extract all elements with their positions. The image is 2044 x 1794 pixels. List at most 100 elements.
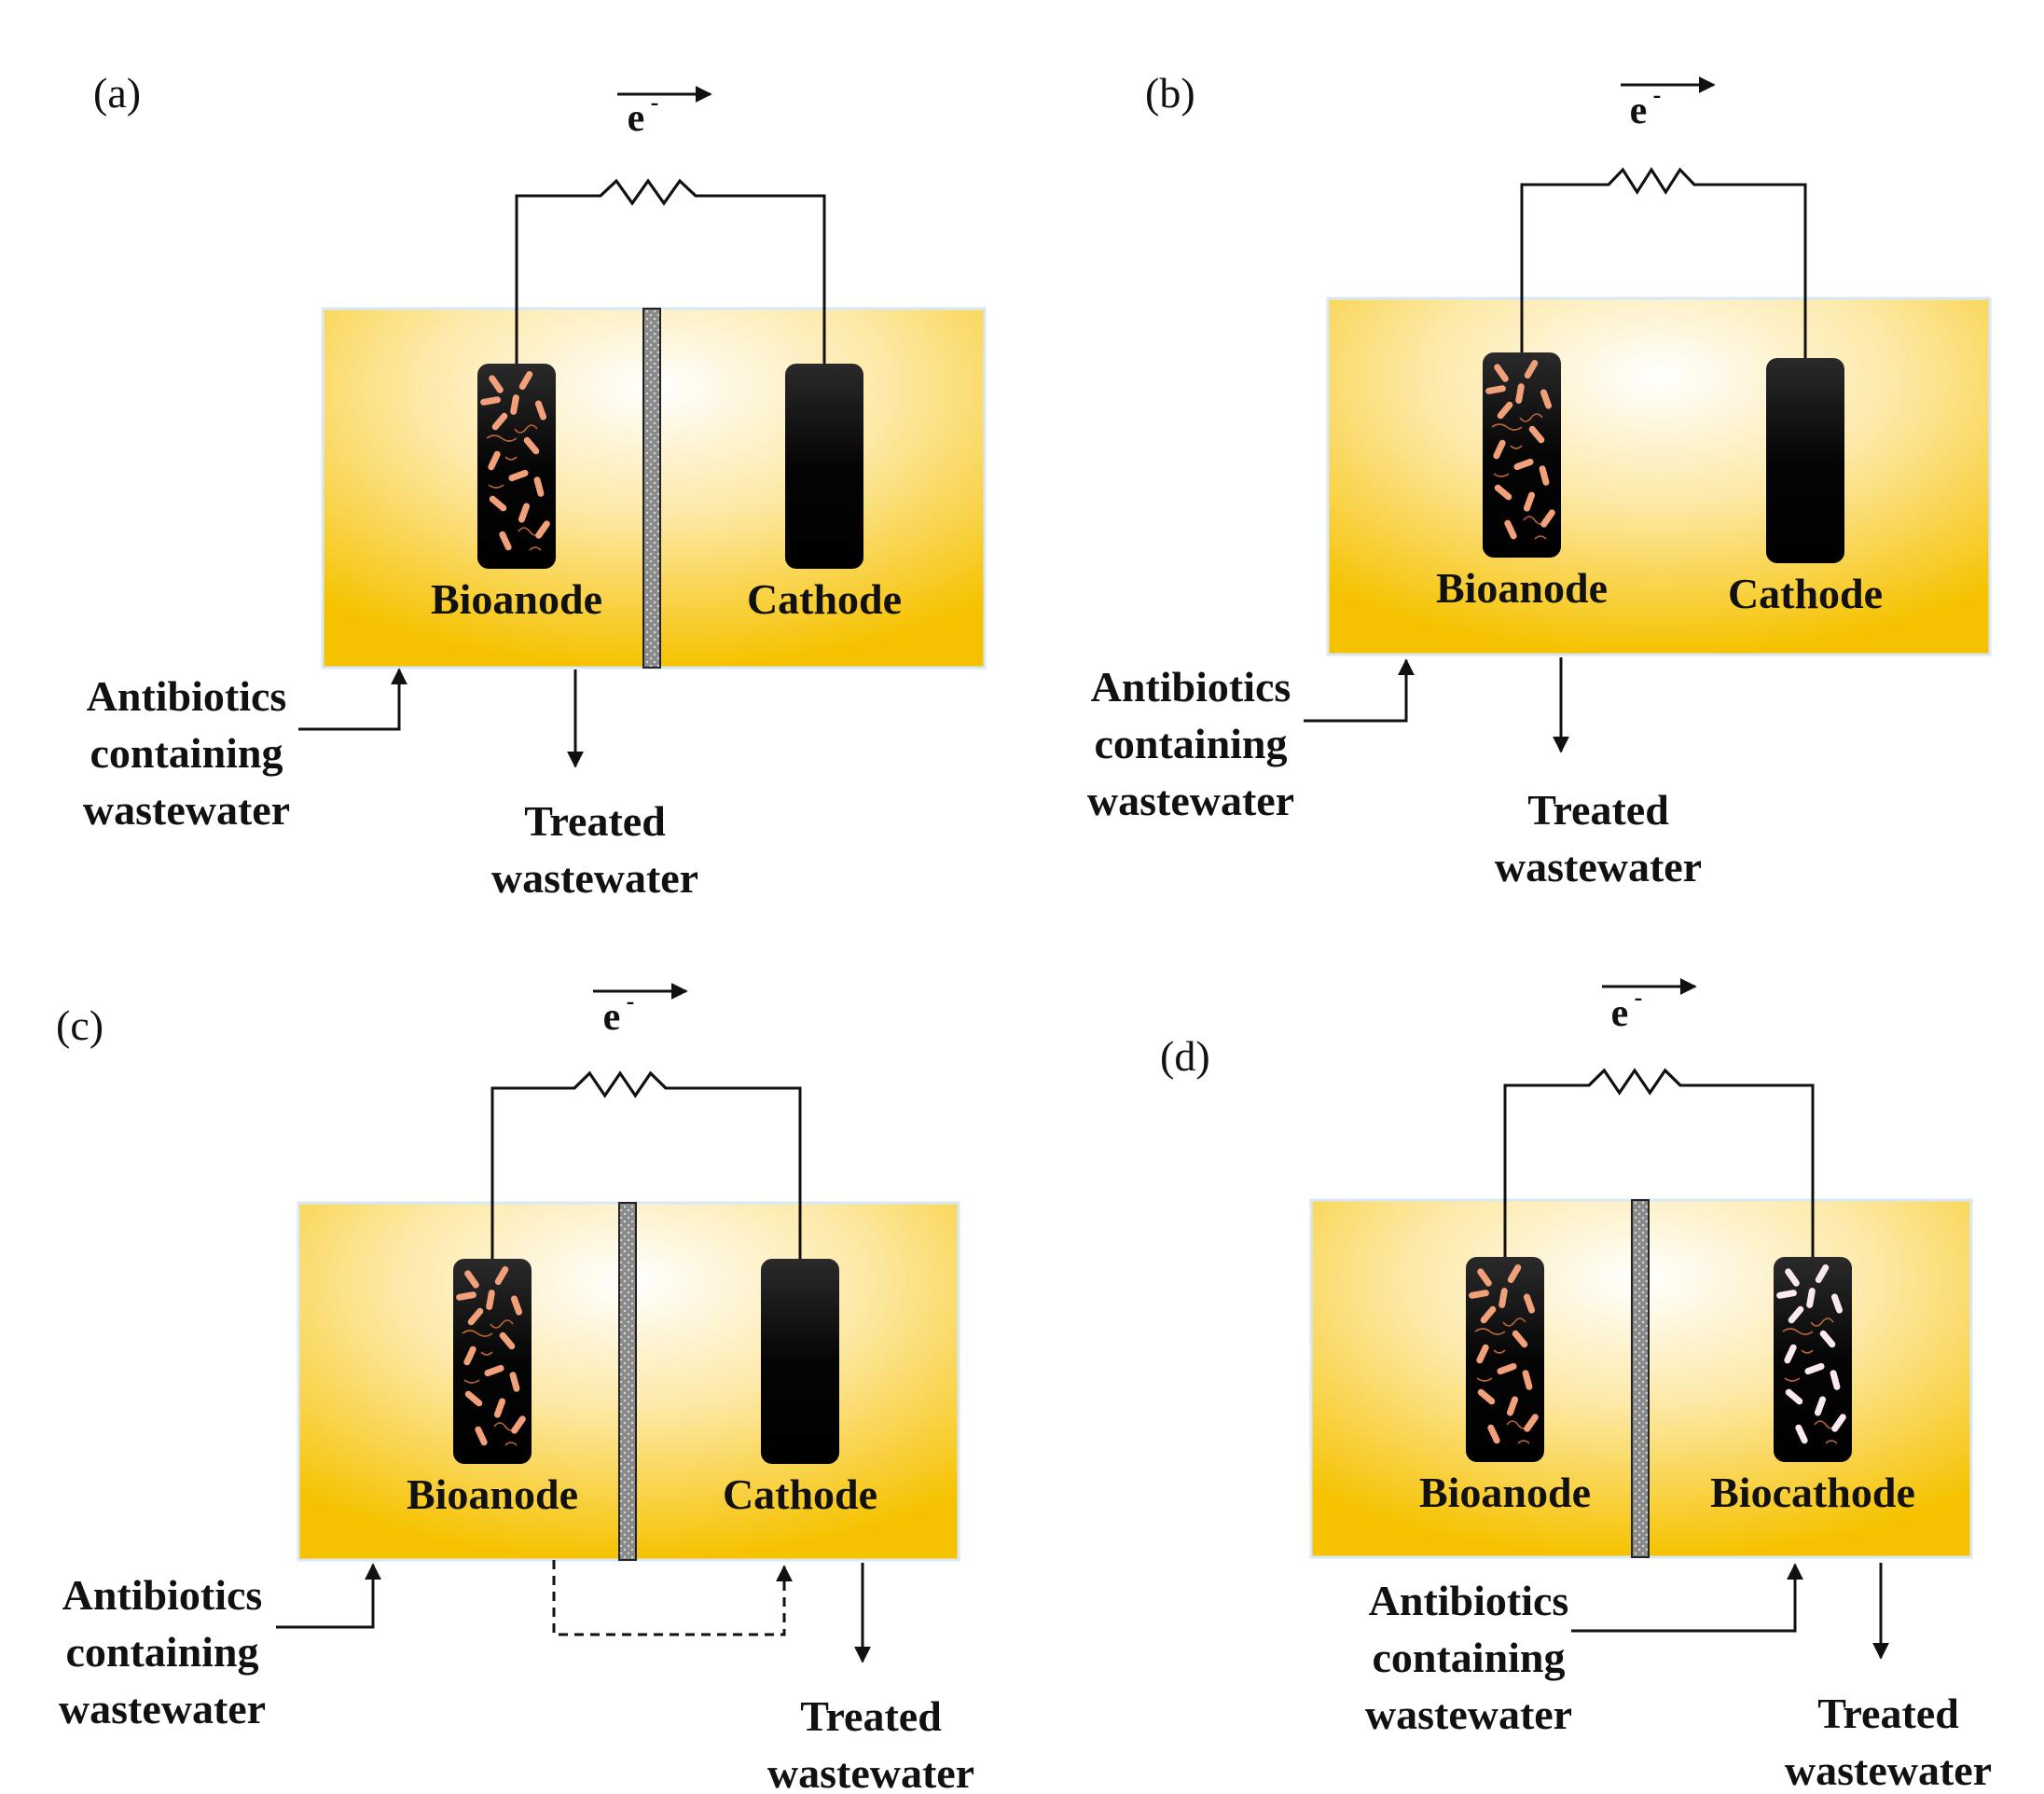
bacterium: [480, 396, 501, 406]
recirculation-dashed-arrow: [552, 1560, 793, 1636]
bacteria-flagellum: [1502, 1318, 1526, 1327]
bioanode-electrode: [1483, 352, 1561, 558]
bioanode-electrode-body: [1466, 1257, 1544, 1462]
panel-label: (a): [93, 69, 141, 117]
bacteria-flagellum: [490, 1319, 514, 1329]
electron-superscript: -: [627, 987, 635, 1014]
bacterium: [1507, 1264, 1522, 1283]
bacterium: [494, 1266, 509, 1285]
bioanode-label: Bioanode: [1436, 564, 1608, 612]
panel-label: (c): [56, 1001, 104, 1049]
bacteria-flagellum: [480, 1351, 493, 1356]
resistor-icon: [1607, 167, 1696, 195]
bacteria-flagellum: [1519, 413, 1543, 422]
bacterium: [467, 1307, 484, 1326]
bacterium: [1497, 401, 1513, 420]
bacteria-flagellum: [504, 1442, 518, 1446]
bacterium: [533, 476, 545, 497]
inlet-label-line: wastewater: [1365, 1690, 1572, 1738]
bacterium: [1523, 491, 1536, 512]
bacterium: [499, 531, 512, 551]
bacterium: [491, 412, 508, 431]
inlet-arrow: [1571, 1563, 1803, 1633]
inlet-label-line: Antibiotics: [62, 1571, 263, 1619]
bacterium: [1795, 1424, 1808, 1444]
inlet-arrow: [1304, 658, 1415, 723]
bacterium: [1469, 1290, 1489, 1299]
cathode-electrode-body: [1766, 358, 1844, 563]
bacterium: [1515, 383, 1525, 404]
bacterium: [1498, 1288, 1508, 1308]
bacterium: [484, 1364, 504, 1377]
bacterium: [535, 520, 550, 539]
bacteria-flagellum: [463, 1379, 480, 1384]
cathode-electrode: [761, 1259, 839, 1464]
electron-label: e: [1611, 992, 1629, 1035]
inlet-label-line: wastewater: [83, 786, 290, 834]
bacterium: [1494, 484, 1512, 501]
bacterium: [1540, 389, 1553, 409]
bacterium: [1524, 360, 1539, 379]
bacterium: [1504, 519, 1517, 540]
bioanode-electrode-body: [1483, 352, 1561, 558]
bacterium: [1506, 1396, 1519, 1416]
bacteria-flagellum: [1810, 1318, 1834, 1327]
bioanode-label: Bioanode: [431, 575, 602, 623]
outlet-label-line: wastewater: [767, 1749, 974, 1789]
bacterium: [1477, 1268, 1492, 1287]
bacterium: [464, 1270, 479, 1289]
cathode-electrode-body: [785, 364, 863, 569]
inlet-label-line: Antibiotics: [1369, 1577, 1569, 1624]
bacterium: [1784, 1344, 1797, 1364]
bacteria-flagellum: [488, 484, 504, 489]
cathode-label: Cathode: [723, 1470, 877, 1518]
bacteria-flagellum: [1517, 1440, 1530, 1444]
bacterium: [1528, 425, 1545, 444]
panel-label: (d): [1160, 1032, 1210, 1080]
bacteria-flagellum: [504, 456, 518, 461]
bacterium: [1814, 1396, 1827, 1416]
bacteria-flagellum: [1491, 423, 1523, 431]
cathode-label: Cathode: [1728, 570, 1883, 617]
bacterium: [1487, 1424, 1500, 1444]
inlet-label-line: wastewater: [59, 1685, 266, 1732]
bioanode-electrode: [477, 364, 556, 569]
biocathode-electrode-body: [1774, 1257, 1852, 1462]
biocathode-electrode: [1774, 1257, 1852, 1462]
bacterium: [1806, 1288, 1816, 1308]
bacteria-flagellum: [1534, 535, 1547, 540]
bacterium: [1476, 1344, 1489, 1364]
bacterium: [1804, 1362, 1825, 1375]
bacterium: [534, 400, 547, 421]
bioanode-label: Bioanode: [407, 1470, 578, 1518]
membrane-separator: [642, 308, 661, 669]
bacterium: [518, 503, 531, 523]
outlet-label-line: Treated: [1817, 1690, 1959, 1737]
inlet-label-line: containing: [1372, 1634, 1565, 1681]
electron-superscript: -: [1653, 81, 1662, 108]
bacterium: [463, 1346, 476, 1366]
bioanode-label: Bioanode: [1419, 1469, 1591, 1516]
inlet-arrow: [276, 1563, 381, 1629]
bacterium: [489, 375, 504, 393]
bacterium: [1540, 509, 1555, 528]
bacteria-flagellum: [514, 424, 538, 434]
bacterium: [1493, 439, 1506, 460]
bacteria-flagellum: [1782, 1328, 1814, 1335]
bacterium: [1785, 1268, 1800, 1287]
inlet-label-line: Antibiotics: [1091, 663, 1291, 711]
bacterium: [1480, 1305, 1497, 1324]
bacterium: [1539, 465, 1550, 486]
cathode-electrode: [785, 364, 863, 569]
bacterium: [1788, 1305, 1804, 1324]
cathode-label: Cathode: [747, 575, 902, 623]
bacterium: [1776, 1290, 1797, 1299]
biocathode-label: Biocathode: [1710, 1469, 1915, 1516]
outlet-label-line: Treated: [800, 1692, 942, 1740]
bacterium: [1497, 1362, 1517, 1375]
outlet-label-line: Treated: [1527, 786, 1669, 834]
bacterium: [475, 1426, 488, 1446]
bacteria-flagellum: [1493, 1349, 1506, 1354]
